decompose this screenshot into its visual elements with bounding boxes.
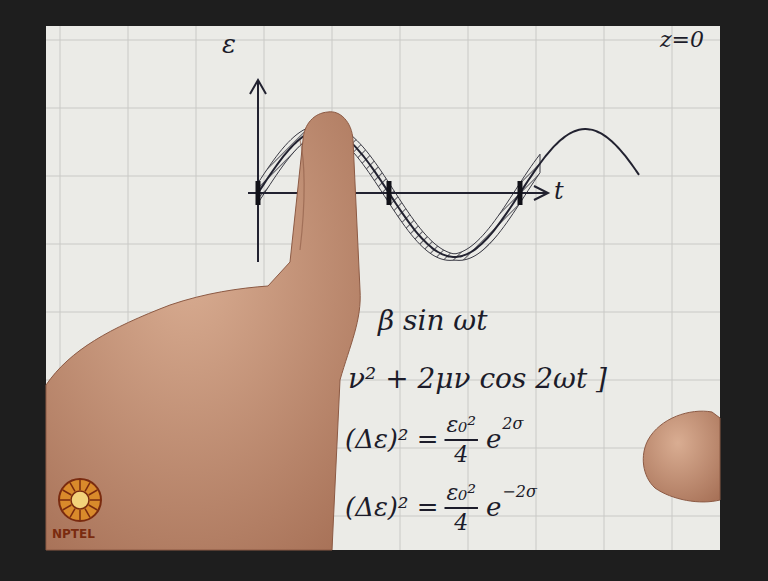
- emblem-spoke: [60, 499, 70, 501]
- grid-line: [46, 244, 720, 245]
- exponent: −2σ: [502, 483, 537, 501]
- emblem-spoke: [63, 505, 72, 510]
- fraction-numerator: ε₀²: [447, 481, 476, 505]
- finger-crease: [300, 140, 304, 250]
- fraction-denominator: 4: [454, 511, 468, 535]
- fraction-bar: [445, 439, 478, 441]
- position-note: z=0: [660, 28, 704, 52]
- grid-line: [46, 108, 720, 109]
- grid-line: [604, 26, 605, 550]
- emblem-spoke: [89, 505, 98, 510]
- exponent: 2σ: [502, 415, 523, 433]
- fraction-denominator: 4: [454, 443, 468, 467]
- axis-arrowhead: [534, 186, 548, 200]
- grid-line: [400, 26, 401, 550]
- emblem-spoke: [70, 483, 75, 492]
- emblem-spoke: [63, 490, 72, 495]
- exponential-base: e: [486, 493, 501, 522]
- emblem-spoke: [79, 480, 81, 490]
- exponential-base: e: [486, 425, 501, 454]
- equation-text: (Δε)² =: [345, 493, 439, 522]
- paper-sheet: [46, 26, 720, 550]
- grid-line: [468, 26, 469, 550]
- emblem-spoke: [85, 483, 90, 492]
- grid-line: [536, 26, 537, 550]
- equation-text: (Δε)² =: [345, 425, 439, 454]
- grid-line: [46, 40, 720, 41]
- emblem-spoke: [79, 510, 81, 520]
- nptel-emblem: [59, 479, 101, 521]
- axis-label: t: [554, 178, 564, 204]
- fraction-numerator: ε₀²: [447, 413, 476, 437]
- axis-label: ε: [222, 30, 236, 59]
- equation-text: β sin ωt: [378, 306, 487, 337]
- fraction-bar: [445, 507, 478, 509]
- epsilon-axis: [257, 82, 259, 262]
- grid-lines: [46, 26, 720, 550]
- equation-text: ν² + 2μν cos 2ωt ]: [348, 364, 607, 395]
- time-axis: [248, 192, 546, 194]
- emblem-spoke: [70, 509, 75, 518]
- logo-text: NPTEL: [52, 528, 95, 541]
- axis-arrowhead: [250, 80, 266, 94]
- second-finger: [643, 411, 720, 502]
- emblem-spoke: [85, 509, 90, 518]
- emblem-spoke: [90, 499, 100, 501]
- emblem-spoke: [89, 490, 98, 495]
- pointing-hand: [46, 112, 360, 550]
